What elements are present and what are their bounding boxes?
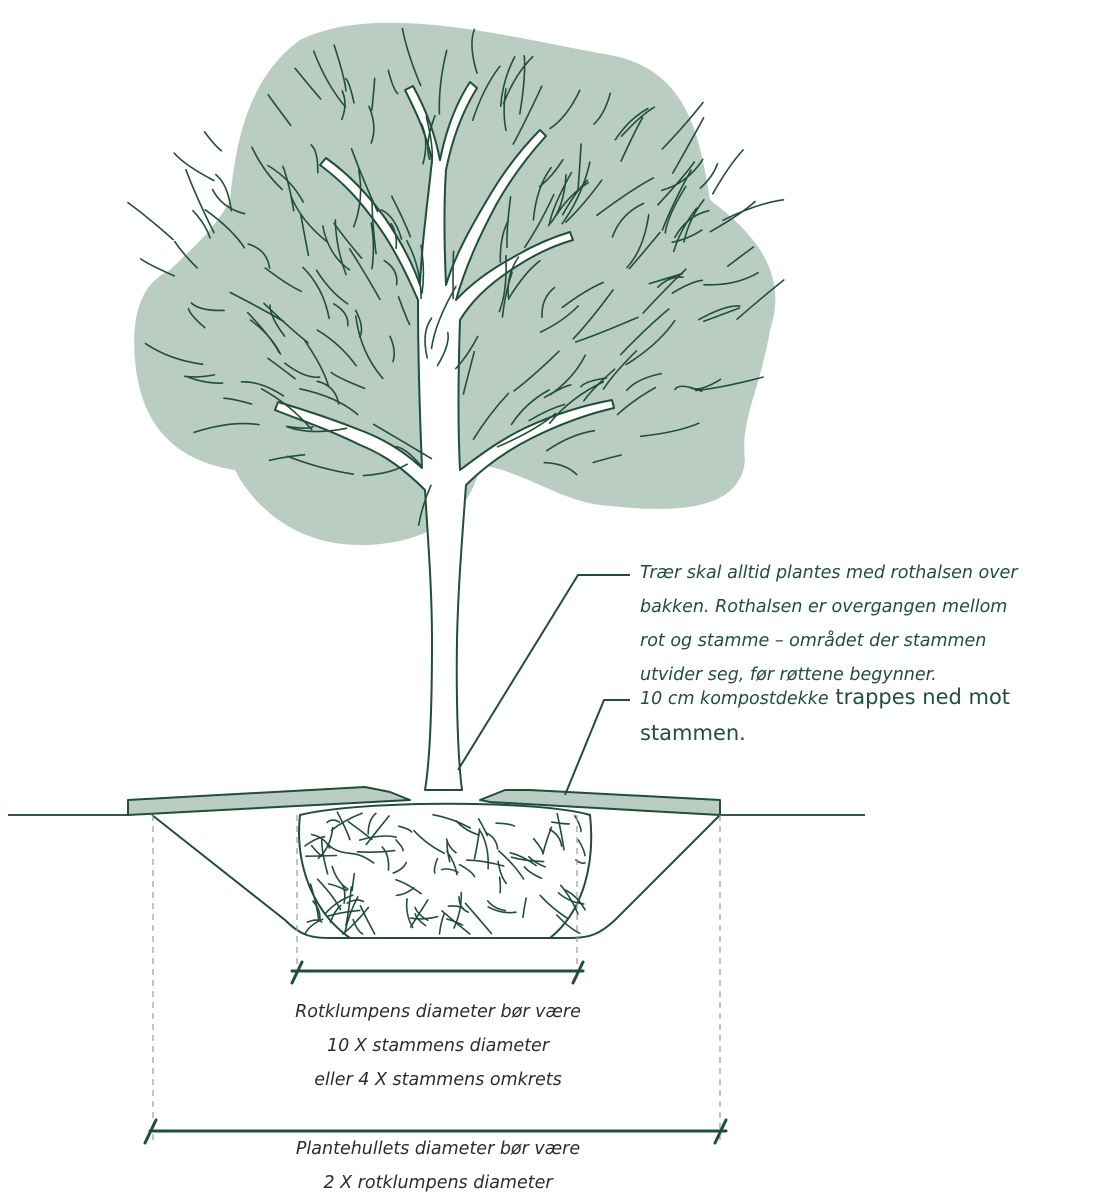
branch-stroke	[174, 153, 214, 180]
rootball-caption-line-1: Rotklumpens diameter bør være	[238, 995, 638, 1029]
mulch-callout-italic: 10 cm kompostdekke	[640, 689, 829, 709]
rootball-caption-line-3: eller 4 X stammens omkrets	[238, 1063, 638, 1097]
branch-stroke	[205, 132, 222, 151]
root-stroke	[307, 920, 321, 922]
rootball-caption: Rotklumpens diameter bør være 10 X stamm…	[238, 995, 638, 1097]
rootcollar-leader	[458, 575, 630, 770]
rootcollar-line-1: Trær skal alltid plantes med rothalsen o…	[640, 556, 1110, 590]
rootcollar-callout: Trær skal alltid plantes med rothalsen o…	[640, 556, 1110, 692]
branch-stroke	[453, 251, 454, 298]
branch-stroke	[128, 203, 173, 240]
plantinghole-caption-line-2: 2 X rotklumpens diameter	[238, 1166, 638, 1200]
branch-stroke	[713, 150, 743, 194]
mulch-callout: 10 cm kompostdekke trappes ned mot stamm…	[640, 680, 1110, 750]
plantinghole-caption-line-1: Plantehullets diameter bør være	[238, 1132, 638, 1166]
mulch-callout-line-2: stammen.	[640, 716, 1110, 750]
rootcollar-line-3: rot og stamme – området der stammen	[640, 624, 1110, 658]
root-stroke	[500, 877, 501, 892]
mulch-leader	[565, 700, 630, 795]
plantinghole-caption: Plantehullets diameter bør være 2 X rotk…	[238, 1132, 638, 1200]
mulch-callout-regular: trappes ned mot	[829, 685, 1010, 709]
rootball-caption-line-2: 10 X stammens diameter	[238, 1029, 638, 1063]
branch-stroke	[141, 259, 175, 276]
rootcollar-line-2: bakken. Rothalsen er overgangen mellom	[640, 590, 1110, 624]
